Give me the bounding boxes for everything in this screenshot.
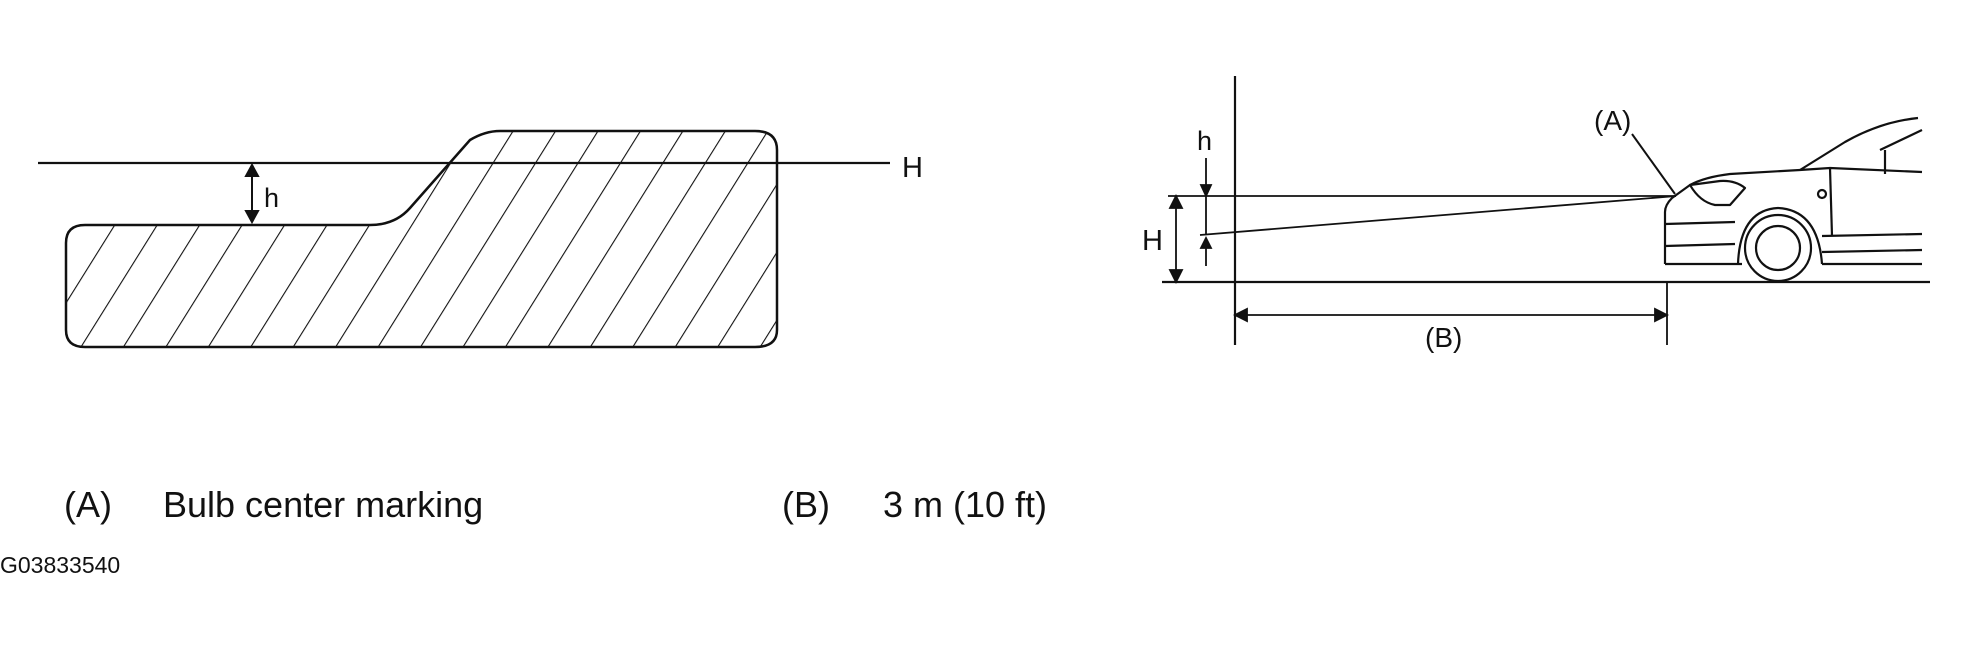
legend-item-a-text: Bulb center marking: [163, 484, 483, 526]
h-line-label: H: [902, 152, 923, 184]
distance-arrow: [1232, 282, 1670, 345]
legend-item-b-text: 3 m (10 ft): [883, 484, 1047, 526]
distance-label: (B): [1425, 322, 1462, 353]
h-offset-label-side: h: [1197, 126, 1212, 156]
side-view-diagram: h H (A) (B): [1142, 76, 1930, 353]
bulb-pointer-line: [1631, 133, 1676, 195]
h-offset-arrows: [1199, 158, 1213, 266]
beam-line: [1199, 195, 1677, 236]
legend-b-text: 3 m (10 ft): [883, 484, 1048, 525]
figure-code: G03833540: [0, 552, 121, 578]
legend-b-key: (B): [782, 484, 830, 525]
bulb-label: (A): [1594, 105, 1631, 136]
hatched-beam-area: [64, 129, 779, 349]
h-offset-arrow: [244, 162, 260, 225]
h-offset-label: h: [264, 183, 279, 213]
legend-item-a: (A): [64, 484, 112, 526]
height-label: H: [1142, 225, 1163, 257]
legend-a-text: Bulb center marking: [163, 484, 484, 525]
legend-item-b: (B): [782, 484, 830, 526]
vehicle-front-illustration: [1663, 116, 1923, 283]
height-arrow: [1168, 193, 1184, 285]
legend-a-key: (A): [64, 484, 112, 525]
beam-pattern-diagram: h H: [38, 129, 923, 349]
